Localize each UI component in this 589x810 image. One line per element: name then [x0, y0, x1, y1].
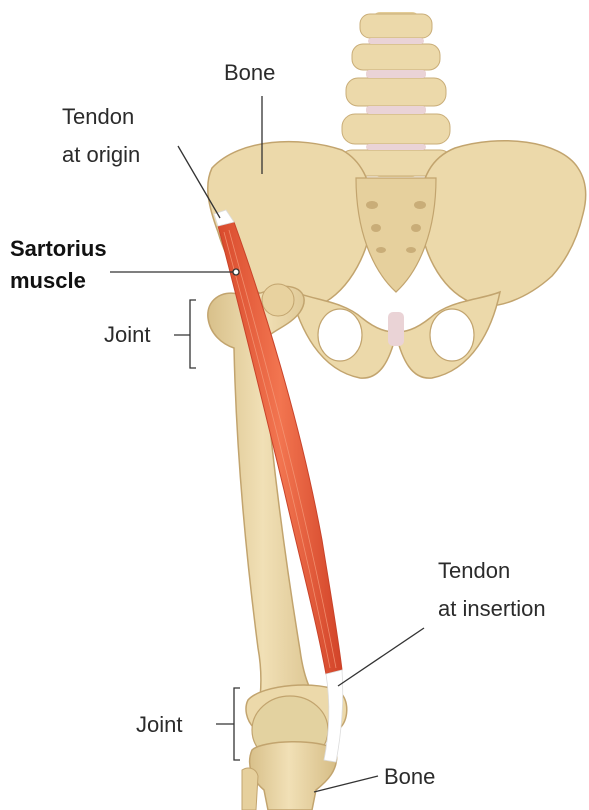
hip-joint-label: Joint [104, 320, 150, 350]
muscle-label-line2: muscle [10, 266, 86, 296]
muscle-label-line1: Sartorius [10, 234, 107, 264]
bone-top-label: Bone [224, 58, 275, 88]
knee-joint-label: Joint [136, 710, 182, 740]
tendon-origin-label-line2: at origin [62, 140, 140, 170]
tendon-insertion-leader [338, 628, 424, 686]
tendon-insertion-label-line2: at insertion [438, 594, 546, 624]
knee-joint-bracket [216, 688, 240, 760]
tendon-origin-label-line1: Tendon [62, 102, 134, 132]
muscle-leader-dot [233, 269, 239, 275]
bone-bottom-label: Bone [384, 762, 435, 792]
tendon-insertion-label-line1: Tendon [438, 556, 510, 586]
hip-joint-bracket [174, 300, 196, 368]
spine [340, 12, 452, 177]
